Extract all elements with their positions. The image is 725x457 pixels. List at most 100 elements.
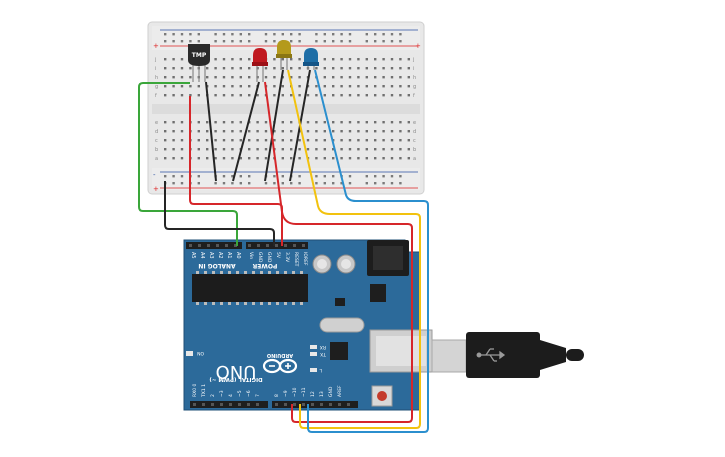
hole (340, 58, 343, 61)
svg-text:~3: ~3 (219, 390, 225, 397)
hole (248, 67, 251, 70)
hole (252, 271, 255, 274)
hole (298, 182, 301, 185)
hole (214, 157, 217, 160)
hole (306, 130, 310, 133)
hole (390, 85, 394, 88)
hole (273, 67, 276, 70)
hole (284, 271, 287, 274)
hole (290, 76, 293, 79)
svg-text:a: a (413, 156, 416, 162)
wire-black-yellow-led-gnd (264, 69, 284, 182)
hole (214, 121, 217, 124)
hole (236, 271, 239, 274)
blue-led[interactable] (303, 48, 319, 70)
hole (348, 85, 352, 88)
hole (298, 94, 301, 97)
hole (290, 40, 293, 43)
hole (357, 67, 360, 70)
hole (390, 58, 394, 61)
yellow-led[interactable] (276, 40, 292, 70)
hole (222, 182, 226, 185)
hole (214, 58, 217, 61)
hole (239, 130, 242, 133)
hole (239, 33, 242, 36)
digital-header-high (272, 401, 358, 408)
hole (239, 58, 242, 61)
hole (338, 403, 341, 406)
hole (399, 157, 402, 160)
wires (138, 69, 429, 433)
hole (298, 148, 301, 151)
hole (323, 33, 326, 36)
svg-text:f: f (155, 93, 157, 99)
hole (197, 33, 200, 36)
hole (172, 121, 175, 124)
hole (228, 302, 231, 305)
hole (390, 148, 394, 151)
svg-text:GND: GND (266, 252, 272, 263)
hole (399, 148, 402, 151)
hole (238, 403, 241, 406)
hole (231, 76, 234, 79)
svg-text:c: c (155, 138, 158, 144)
hole (197, 175, 200, 178)
hole (348, 148, 352, 151)
hole (374, 121, 377, 124)
svg-text:~11: ~11 (301, 387, 307, 397)
hole (302, 244, 305, 247)
hole (172, 130, 175, 133)
hole (302, 403, 305, 406)
hole (374, 76, 377, 79)
hole (332, 40, 335, 43)
hole (332, 148, 335, 151)
hole (248, 33, 251, 36)
hole (390, 33, 394, 36)
hole (300, 302, 303, 305)
hole (239, 85, 242, 88)
hole (231, 94, 234, 97)
hole (357, 148, 360, 151)
svg-text:4: 4 (228, 394, 234, 397)
hole (260, 302, 263, 305)
svg-text:12: 12 (310, 391, 316, 397)
temperature-sensor[interactable]: TMP (188, 44, 210, 82)
svg-text:A3: A3 (208, 252, 214, 259)
hole (164, 130, 167, 133)
svg-text:~10: ~10 (292, 387, 298, 397)
svg-text:~6: ~6 (246, 390, 252, 397)
hole (206, 148, 209, 151)
hole (348, 182, 352, 185)
hole (315, 67, 318, 70)
hole (281, 67, 284, 70)
hole (323, 130, 326, 133)
svg-text:h: h (155, 75, 158, 81)
hole (264, 33, 268, 36)
usb-cable[interactable] (431, 332, 584, 378)
hole (231, 67, 234, 70)
hole (365, 85, 368, 88)
hole (399, 76, 402, 79)
hole (340, 139, 343, 142)
hole (382, 175, 385, 178)
row-letters-top-right: j i h g f (412, 57, 416, 99)
hole (348, 76, 352, 79)
red-led[interactable] (252, 48, 268, 82)
hole (244, 302, 247, 305)
arduino-uno-board[interactable]: A5 A4 A3 A2 A1 A0 ANALOG IN Vin GND GND … (183, 239, 433, 411)
hole (248, 40, 251, 43)
svg-text:8: 8 (274, 394, 280, 397)
hole (231, 157, 234, 160)
hole (247, 403, 250, 406)
top-plus-label-right: + (415, 42, 421, 50)
hole (390, 139, 394, 142)
row-letters-bottom-left: e d c b a (155, 120, 158, 162)
hole (407, 94, 410, 97)
hole (340, 157, 343, 160)
wire-red-led-pin (264, 81, 413, 423)
hole (239, 157, 242, 160)
hole (332, 182, 335, 185)
hole (290, 182, 293, 185)
hole (374, 175, 377, 178)
